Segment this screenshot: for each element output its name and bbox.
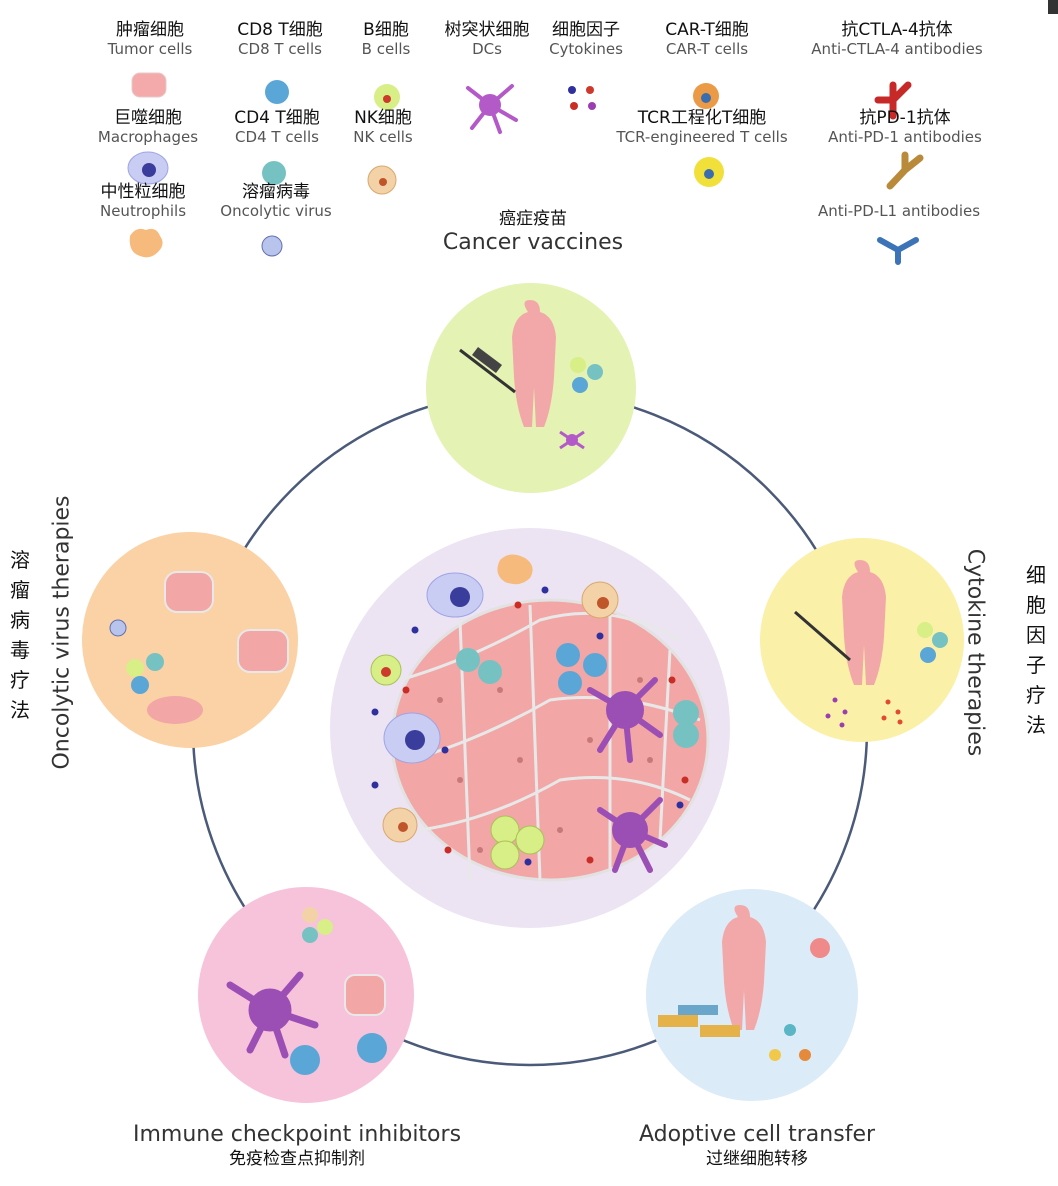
therapy-cn: 过继细胞转移 <box>706 1149 808 1169</box>
immune-checkpoint-inhibitors-circle <box>198 887 414 1103</box>
therapy-en: Cancer vaccines <box>442 230 624 255</box>
adoptive-cell-transfer-circle <box>646 889 858 1101</box>
legend-en: CD4 T cells <box>235 128 319 146</box>
legend-en: Neutrophils <box>99 202 187 220</box>
legend-tumor-cells: 肿瘤细胞 Tumor cells <box>75 20 225 58</box>
legend-cn: 细胞因子 <box>552 20 620 40</box>
legend-en: DCs <box>472 40 502 58</box>
cytokine-therapies-circle <box>760 538 964 742</box>
therapy-en: Adoptive cell transfer <box>638 1122 876 1147</box>
legend-nk-cells: NK细胞 NK cells <box>308 108 458 146</box>
legend-en: Tumor cells <box>107 40 193 58</box>
legend-anti-ctla4: 抗CTLA-4抗体 Anti-CTLA-4 antibodies <box>792 20 1002 58</box>
cd4-t-cell-icon <box>262 161 286 185</box>
anti-ctla4-antibody-icon <box>874 81 912 120</box>
therapy-cn: 免疫检查点抑制剂 <box>229 1149 365 1169</box>
legend-macrophages: 巨噬细胞 Macrophages <box>73 108 223 146</box>
legend-cytokines: 细胞因子 Cytokines <box>511 20 661 58</box>
neutrophil-icon <box>129 228 163 258</box>
legend-cn: CD4 T细胞 <box>234 108 320 128</box>
anti-pdl1-antibody-icon <box>877 237 919 265</box>
legend-cn: 中性粒细胞 <box>100 182 186 202</box>
oncolytic-therapy-en-label: Oncolytic virus therapies <box>49 495 75 770</box>
cancer-vaccines-circle <box>426 283 636 493</box>
legend-anti-pdl1: Anti-PD-L1 antibodies <box>794 202 1004 220</box>
legend-en: NK cells <box>353 128 413 146</box>
oncolytic-virus-icon <box>261 235 283 257</box>
legend-neutrophils: 中性粒细胞 Neutrophils <box>68 182 218 220</box>
legend-b-cells: B细胞 B cells <box>311 20 461 58</box>
adoptive-cell-transfer-label: Adoptive cell transfer 过继细胞转移 <box>620 1122 894 1170</box>
legend-en: Anti-PD-1 antibodies <box>828 128 982 146</box>
cd8-t-cell-icon <box>265 80 289 104</box>
tumor-cell-icon <box>131 72 167 98</box>
dendritic-cell-icon <box>466 84 518 134</box>
legend-en: Macrophages <box>97 128 199 146</box>
tumor-microenvironment <box>330 528 730 928</box>
legend-en: TCR-engineered T cells <box>616 128 788 146</box>
legend-cn: B细胞 <box>363 20 409 40</box>
legend-en: CAR-T cells <box>665 40 749 58</box>
oncolytic-virus-therapies-circle <box>82 532 298 748</box>
cytokines-icon <box>568 86 596 110</box>
legend-cn: CD8 T细胞 <box>237 20 323 40</box>
cytokine-therapy-en-label: Cytokine therapies <box>962 548 988 757</box>
legend-icons <box>127 72 924 265</box>
corner-mark <box>1048 0 1058 14</box>
legend-cn: CAR-T细胞 <box>665 20 749 40</box>
anti-pd1-antibody-icon <box>886 151 924 190</box>
legend-en: Anti-CTLA-4 antibodies <box>811 40 983 58</box>
legend-dcs: 树突状细胞 DCs <box>412 20 562 58</box>
legend-cn: 抗PD-1抗体 <box>859 108 951 128</box>
cancer-vaccines-label: 癌症疫苗 Cancer vaccines <box>433 208 633 256</box>
legend-anti-pd1: 抗PD-1抗体 Anti-PD-1 antibodies <box>805 108 1005 146</box>
legend-oncolytic-virus: 溶瘤病毒 Oncolytic virus <box>201 182 351 220</box>
legend-cn: 抗CTLA-4抗体 <box>841 20 953 40</box>
legend-en: Cytokines <box>549 40 623 58</box>
therapy-en: Immune checkpoint inhibitors <box>132 1122 462 1147</box>
legend-en: Anti-PD-L1 antibodies <box>817 202 981 220</box>
legend-en: B cells <box>361 40 411 58</box>
therapy-cn: 癌症疫苗 <box>499 209 567 229</box>
legend-cn: 肿瘤细胞 <box>116 20 184 40</box>
legend-cn: 溶瘤病毒 <box>242 182 310 202</box>
legend-tcr-t-cells: TCR工程化T细胞 TCR-engineered T cells <box>592 108 812 146</box>
legend-cn: 巨噬细胞 <box>114 108 182 128</box>
cytokine-therapy-cn-label: 细胞因子疗法 <box>1026 563 1046 737</box>
legend-en: Oncolytic virus <box>220 202 332 220</box>
immune-checkpoint-label: Immune checkpoint inhibitors 免疫检查点抑制剂 <box>110 1122 484 1170</box>
legend-cn: NK细胞 <box>354 108 412 128</box>
legend-cn: 树突状细胞 <box>444 20 530 40</box>
legend-car-t-cells: CAR-T细胞 CAR-T cells <box>632 20 782 58</box>
legend-cd8-t-cells: CD8 T细胞 CD8 T cells <box>205 20 355 58</box>
legend-en: CD8 T cells <box>238 40 322 58</box>
legend-cd4-t-cells: CD4 T细胞 CD4 T cells <box>202 108 352 146</box>
legend-cn: TCR工程化T细胞 <box>637 108 767 128</box>
oncolytic-therapy-cn-label: 溶瘤病毒疗法 <box>10 548 30 722</box>
